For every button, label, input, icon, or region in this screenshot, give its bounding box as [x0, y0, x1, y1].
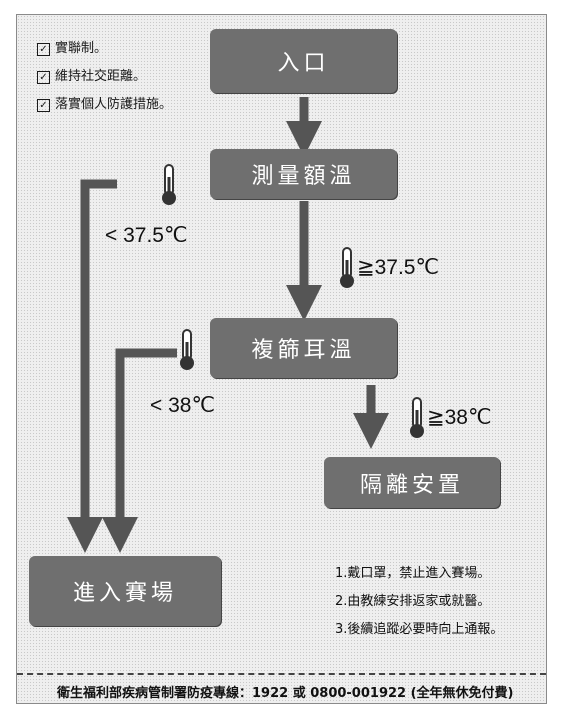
isolation-notes: 1.戴口罩，禁止進入賽場。 2.由教練安排返家或就醫。 3.後續追蹤必要時向上通… — [335, 560, 503, 644]
thermometer-icon — [162, 164, 176, 205]
label-forehead-normal: < 37.5℃ — [105, 224, 188, 247]
node-measure-forehead: 測量額溫 — [210, 149, 397, 199]
label-ear-normal: < 38℃ — [150, 394, 216, 417]
checklist-text: 維持社交距離。 — [55, 69, 147, 84]
label-forehead-high: ≧37.5℃ — [357, 256, 440, 279]
flow-connectors — [67, 97, 424, 553]
checklist-item: ✓ 實聯制。 — [37, 35, 172, 63]
checkbox-icon: ✓ — [37, 98, 50, 112]
checklist-text: 落實個人防護措施。 — [55, 97, 173, 112]
hotline-footer: 衛生福利部疾病管制署防疫專線：1922 或 0800-001922 (全年無休免… — [57, 686, 514, 701]
note-item: 2.由教練安排返家或就醫。 — [335, 594, 491, 609]
node-isolate: 隔離安置 — [324, 457, 500, 508]
checklist-text: 實聯制。 — [55, 41, 108, 56]
checkbox-icon: ✓ — [37, 42, 50, 56]
thermometer-icon — [180, 329, 194, 370]
note-item: 3.後續追蹤必要時向上通報。 — [335, 622, 504, 637]
arrow-recheck-to-venue — [102, 348, 177, 553]
label-ear-high: ≧38℃ — [427, 406, 492, 429]
node-recheck-ear: 複篩耳溫 — [210, 318, 397, 378]
flowchart-frame: ✓ 實聯制。 ✓ 維持社交距離。 ✓ 落實個人防護措施。 — [16, 14, 547, 704]
checklist-item: ✓ 落實個人防護措施。 — [37, 91, 172, 119]
thermometer-icon — [410, 397, 424, 438]
checkbox-icon: ✓ — [37, 70, 50, 84]
node-entrance: 入口 — [210, 29, 397, 93]
arrow-measure-to-venue — [67, 179, 117, 553]
note-item: 1.戴口罩，禁止進入賽場。 — [335, 566, 491, 581]
thermometer-icon — [340, 247, 354, 288]
node-enter-venue: 進入賽場 — [29, 556, 221, 626]
dashed-divider — [17, 673, 546, 675]
checklist-item: ✓ 維持社交距離。 — [37, 63, 172, 91]
prevention-checklist: ✓ 實聯制。 ✓ 維持社交距離。 ✓ 落實個人防護措施。 — [37, 35, 172, 119]
